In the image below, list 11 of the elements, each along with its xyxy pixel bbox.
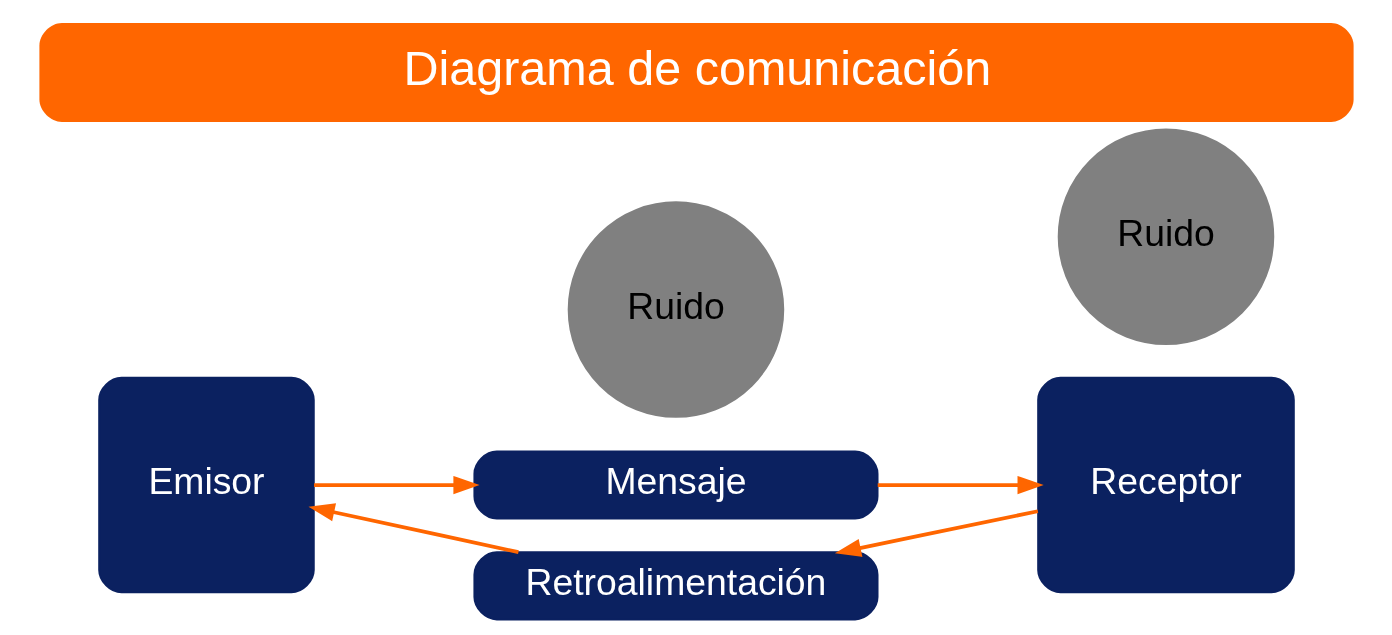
arrow (834, 509, 1038, 557)
node-box: Receptor (1036, 376, 1295, 594)
node-box: Mensaje (472, 450, 878, 520)
node-box: Retroalimentación (472, 551, 878, 621)
arrow (313, 475, 480, 495)
node-circle: Ruido (1057, 128, 1274, 346)
node-circle: Ruido (567, 201, 784, 418)
node-box: Emisor (97, 376, 315, 594)
diagram-title: Diagrama de comunicación (402, 41, 991, 96)
arrow (877, 475, 1044, 495)
arrow (308, 503, 519, 554)
